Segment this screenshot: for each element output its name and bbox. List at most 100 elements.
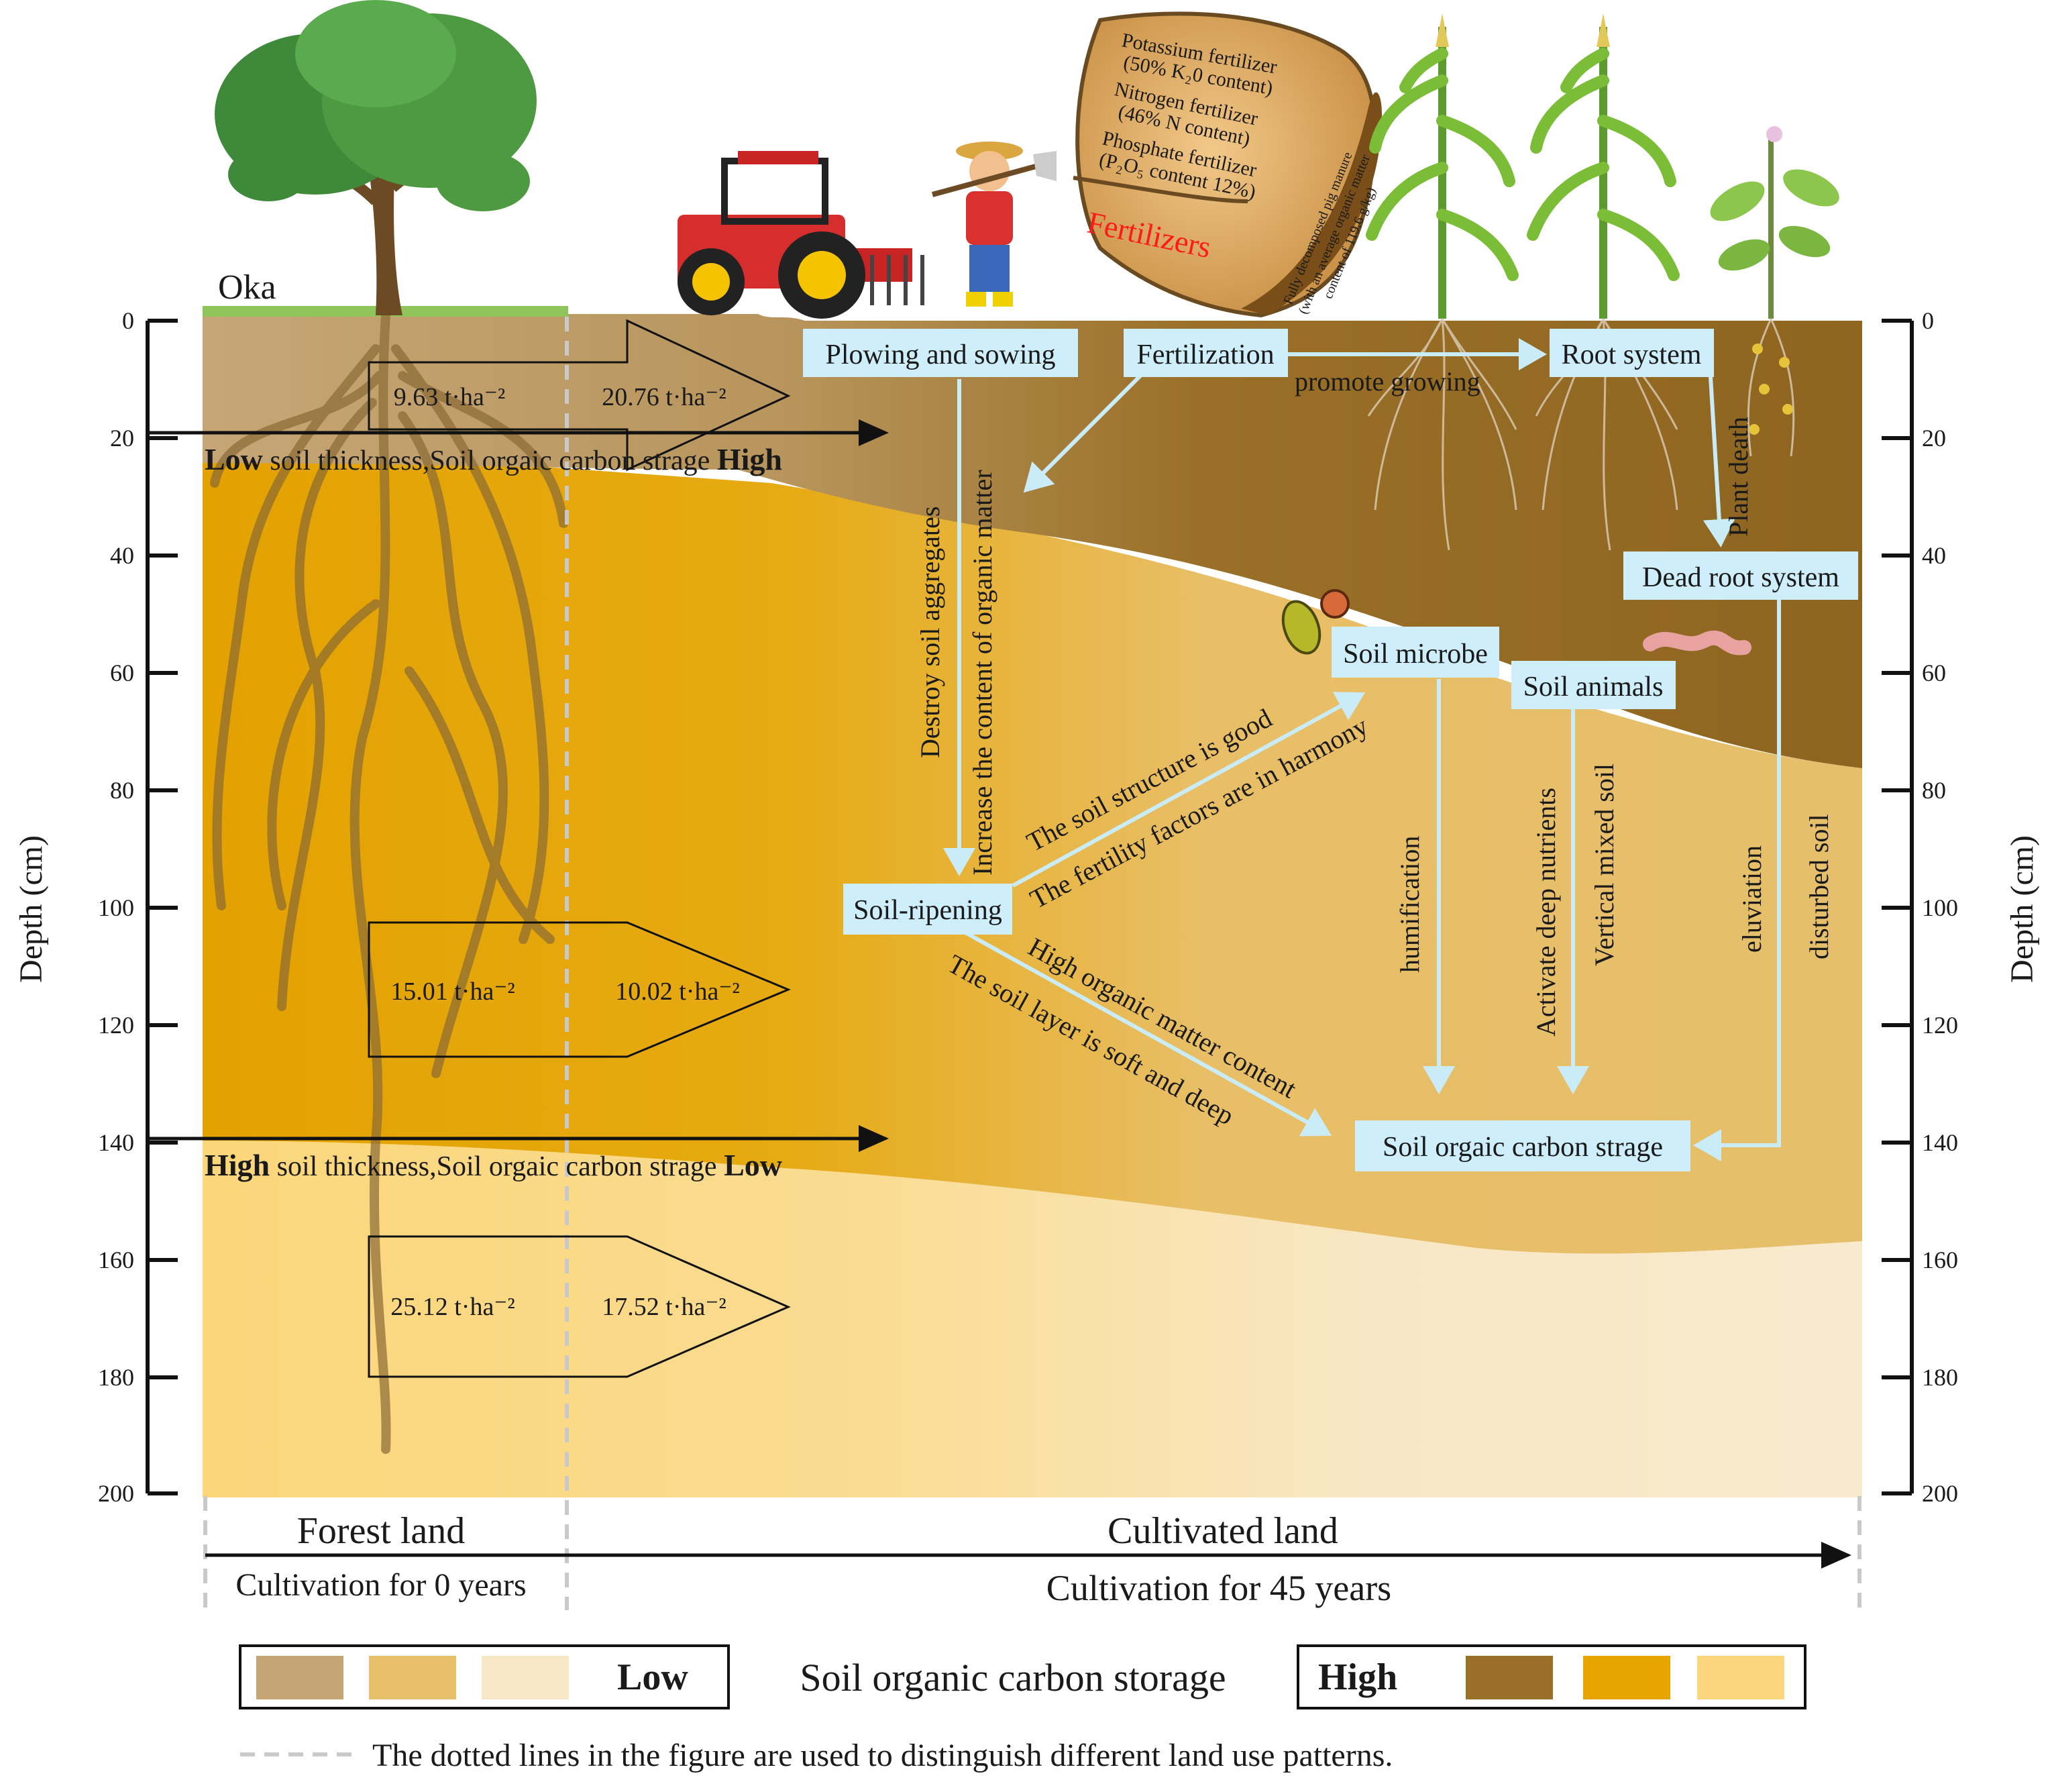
node-label: Root system [1562, 339, 1702, 370]
right-axis [1882, 319, 1914, 1495]
tick-label: 140 [1922, 1129, 1958, 1156]
top-bar-text: Low soil thickness,Soil orgaic carbon st… [205, 442, 782, 476]
tick-label: 120 [1922, 1012, 1958, 1039]
node-label: Dead root system [1642, 562, 1839, 593]
arrow-value: 9.63 t·ha⁻² [394, 383, 506, 411]
node-root-system: Root system [1550, 329, 1714, 377]
tick-label: 200 [1922, 1480, 1958, 1507]
farmer-icon [931, 142, 1057, 307]
cultivated-years-label: Cultivation for 45 years [1046, 1568, 1391, 1608]
legend-high-label: High [1318, 1656, 1397, 1698]
corn-icon [1527, 13, 1680, 319]
edge-eluviation: eluviation [1737, 845, 1767, 953]
legend-swatch [482, 1656, 569, 1699]
tick-label: 40 [110, 542, 134, 569]
bottom-bar-text: High soil thickness,Soil orgaic carbon s… [205, 1148, 782, 1182]
legend-swatch [256, 1656, 343, 1699]
edge-humification: humification [1395, 836, 1425, 973]
right-axis-title: Depth (cm) [2004, 835, 2040, 983]
carbon-arrow-top: 9.63 t·ha⁻² 20.76 t·ha⁻² [368, 319, 791, 472]
arrow-value: 17.52 t·ha⁻² [602, 1293, 726, 1321]
tick-label: 180 [1922, 1364, 1958, 1391]
tick-label: 0 [1922, 307, 1934, 334]
carbon-arrow-bottom: 25.12 t·ha⁻² 17.52 t·ha⁻² [368, 1235, 791, 1378]
microbe-icon [1281, 589, 1350, 655]
node-soil-microbe: Soil microbe [1332, 627, 1499, 678]
left-tick-labels: 0 20 40 60 80 100 120 140 160 180 200 [98, 307, 134, 1507]
corn-plants [1366, 13, 1839, 319]
edge-promote: promote growing [1295, 366, 1480, 397]
cultivated-land-label: Cultivated land [1108, 1510, 1338, 1552]
legend-swatch [1466, 1656, 1553, 1699]
legend-swatch [1583, 1656, 1670, 1699]
tick-label: 100 [1922, 894, 1958, 921]
tick-label: 80 [1922, 777, 1946, 804]
right-tick-labels: 0 20 40 60 80 100 120 140 160 180 200 [1922, 307, 1958, 1507]
tick-label: 60 [110, 660, 134, 686]
node-label: Soil orgaic carbon strage [1383, 1132, 1663, 1163]
tick-label: 200 [98, 1480, 134, 1507]
node-label: Soil animals [1523, 672, 1664, 702]
edge-increase: Increase the content of organic matter [967, 470, 997, 876]
edge-activate: Activate deep nutrients [1531, 788, 1561, 1037]
tick-label: 60 [1922, 660, 1946, 686]
edge-vertical: Vertical mixed soil [1589, 763, 1619, 966]
node-soc-storage: Soil orgaic carbon strage [1355, 1120, 1690, 1171]
node-label: Fertilization [1136, 339, 1274, 370]
flow-nodes: Plowing and sowing Fertilization Root sy… [803, 329, 1858, 1171]
soybean-icon [1710, 126, 1839, 319]
edge-disturbed: disturbed soil [1804, 814, 1834, 959]
tick-label: 20 [110, 425, 134, 452]
left-axis [146, 319, 178, 1495]
root-nodules [1749, 344, 1793, 435]
node-soil-ripening: Soil-ripening [843, 884, 1012, 935]
tick-label: 20 [1922, 425, 1946, 452]
soil-layer-middle [203, 443, 1862, 1254]
arrow-value: 15.01 t·ha⁻² [390, 978, 515, 1006]
legend-title: Soil organic carbon storage [800, 1656, 1226, 1699]
tick-label: 80 [110, 777, 134, 804]
forest-land-label: Forest land [297, 1510, 465, 1552]
node-fertilization: Fertilization [1124, 329, 1288, 377]
earthworm-icon [1643, 630, 1751, 655]
arrow-value: 20.76 t·ha⁻² [602, 383, 726, 411]
carbon-arrow-middle: 15.01 t·ha⁻² 10.02 t·ha⁻² [368, 921, 791, 1058]
legend-swatch [1697, 1656, 1784, 1699]
tree-roots [210, 311, 568, 1454]
legend-low-box [239, 1644, 730, 1709]
legend-high-box [1297, 1644, 1806, 1709]
tree-label: Oka [218, 268, 276, 307]
arrow-value: 10.02 t·ha⁻² [615, 978, 740, 1006]
left-axis-title: Depth (cm) [13, 835, 49, 983]
tick-label: 140 [98, 1129, 134, 1156]
forest-years-label: Cultivation for 0 years [235, 1567, 526, 1603]
edge-destroy: Destroy soil aggregates [915, 507, 945, 758]
crop-roots [1367, 318, 1795, 551]
node-dead-root: Dead root system [1623, 551, 1858, 600]
fertilizer-bag-icon [1073, 11, 1382, 318]
tick-label: 0 [122, 307, 134, 334]
edge-plant-death: Plant death [1723, 417, 1753, 537]
node-soil-animals: Soil animals [1511, 661, 1676, 709]
tick-label: 160 [1922, 1247, 1958, 1273]
node-label: Soil microbe [1343, 639, 1488, 670]
legend-swatch [369, 1656, 456, 1699]
tractor-icon [678, 151, 924, 319]
tree-icon [215, 0, 537, 315]
tick-label: 180 [98, 1364, 134, 1391]
legend-low-label: Low [617, 1656, 688, 1698]
soil-layer-top [203, 314, 1862, 768]
corn-icon [1366, 13, 1519, 319]
legend: Low Soil organic carbon storage High The… [239, 1644, 1806, 1773]
legend-note: The dotted lines in the figure are used … [372, 1738, 1393, 1773]
tick-label: 160 [98, 1247, 134, 1273]
node-label: Soil-ripening [853, 895, 1002, 926]
node-plowing: Plowing and sowing [803, 329, 1078, 377]
tick-label: 120 [98, 1012, 134, 1039]
flow-arrows [943, 338, 1781, 1161]
arrow-value: 25.12 t·ha⁻² [390, 1293, 515, 1321]
tick-label: 40 [1922, 542, 1946, 569]
node-label: Plowing and sowing [825, 339, 1055, 370]
tick-label: 100 [98, 894, 134, 921]
